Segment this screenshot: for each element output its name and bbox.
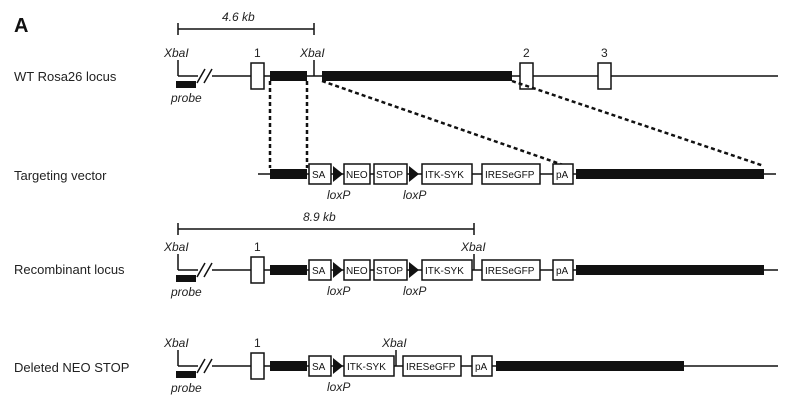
probe-bar	[176, 81, 196, 88]
rec-pa-box	[552, 259, 574, 281]
rec-iresegfp-box	[481, 259, 541, 281]
scale-bar-rec	[177, 223, 475, 235]
row-label-rec: Recombinant locus	[14, 262, 125, 277]
del-pa-box	[471, 355, 493, 377]
rec-xbai-label-left: XbaI	[163, 240, 189, 254]
del-itk-syk-box	[343, 355, 395, 377]
tv-pa-label: pA	[556, 170, 569, 181]
rec-sa-label: SA	[312, 266, 326, 277]
rec-pa-label: pA	[556, 266, 569, 277]
tv-loxp-arrow-2	[409, 166, 419, 182]
del-loxp-label: loxP	[327, 380, 350, 394]
del-xbai-label-right: XbaI	[381, 336, 407, 350]
tv-stop-box	[373, 163, 408, 185]
del-sa-label: SA	[312, 362, 326, 373]
tv-iresegfp-label: IRESeGFP	[485, 170, 535, 181]
rec-loxp-arrow-1	[333, 262, 343, 278]
exon-3	[597, 62, 612, 90]
del-break-mark	[196, 358, 213, 374]
exon-2	[519, 62, 534, 90]
rec-break-mark	[196, 262, 213, 278]
tv-pa-box	[552, 163, 574, 185]
tv-neo-label: NEO	[346, 170, 368, 181]
tv-stop-label: STOP	[376, 170, 403, 181]
rec-homology-arm-3	[576, 265, 764, 275]
rec-itk-syk-label: ITK-SYK	[425, 266, 464, 277]
del-loxp-arrow	[333, 358, 343, 374]
tv-itk-syk-box	[421, 163, 473, 185]
del-iresegfp-box	[402, 355, 462, 377]
scale-label-wt: 4.6 kb	[222, 10, 255, 24]
del-sa-box	[308, 355, 332, 377]
row-label-tv: Targeting vector	[14, 168, 107, 183]
row-label-del: Deleted NEO STOP	[14, 360, 129, 375]
rec-loxp-arrow-2	[409, 262, 419, 278]
xbai-label-left: XbaI	[163, 46, 189, 60]
del-exon-1-label: 1	[254, 336, 261, 350]
row-wt-locus: WT Rosa26 locus 4.6 kb XbaI probe 1 XbaI	[14, 10, 778, 105]
exon-2-label: 2	[523, 46, 530, 60]
tv-loxp-label-2: loxP	[403, 188, 426, 202]
rec-loxp-label-2: loxP	[403, 284, 426, 298]
tv-itk-syk-label: ITK-SYK	[425, 170, 464, 181]
del-homology-arm-3	[496, 361, 684, 371]
rec-probe-bar	[176, 275, 196, 282]
tv-homology-arm-5	[270, 169, 307, 179]
rec-exon-1-label: 1	[254, 240, 261, 254]
rec-homology-arm-5	[270, 265, 307, 275]
probe-label: probe	[170, 91, 202, 105]
rec-loxp-label-1: loxP	[327, 284, 350, 298]
tv-sa-label: SA	[312, 170, 326, 181]
tv-neo-box	[343, 163, 371, 185]
homology-arm-5	[270, 71, 307, 81]
rec-exon-1	[250, 256, 265, 284]
rec-neo-label: NEO	[346, 266, 368, 277]
homology-arm-3	[322, 71, 512, 81]
xbai-label-right: XbaI	[299, 46, 325, 60]
tv-loxp-arrow-1	[333, 166, 343, 182]
rec-stop-label: STOP	[376, 266, 403, 277]
del-probe-bar	[176, 371, 196, 378]
exon-1	[250, 62, 265, 90]
row-recombinant-locus: Recombinant locus 8.9 kb XbaI probe 1 SA…	[14, 210, 778, 299]
rec-neo-box	[343, 259, 371, 281]
del-homology-arm-5	[270, 361, 307, 371]
del-itk-syk-label: ITK-SYK	[347, 362, 386, 373]
tv-homology-arm-3	[576, 169, 764, 179]
rec-iresegfp-label: IRESeGFP	[485, 266, 535, 277]
del-exon-1	[250, 352, 265, 380]
exon-3-label: 3	[601, 46, 608, 60]
break-mark	[196, 68, 213, 84]
row-targeting-vector: Targeting vector SA loxP NEO STOP loxP I…	[14, 163, 776, 202]
row-deleted-neo-stop: Deleted NEO STOP XbaI probe 1 SA loxP IT…	[14, 336, 778, 395]
exon-1-label: 1	[254, 46, 261, 60]
tv-loxp-label-1: loxP	[327, 188, 350, 202]
rec-stop-box	[373, 259, 408, 281]
homology-mapping-lines	[268, 79, 765, 168]
rec-sa-box	[308, 259, 332, 281]
scale-label-rec: 8.9 kb	[303, 210, 336, 224]
del-iresegfp-label: IRESeGFP	[406, 362, 456, 373]
del-probe-label: probe	[170, 381, 202, 395]
rec-itk-syk-box	[421, 259, 473, 281]
tv-sa-box	[308, 163, 332, 185]
panel-label: A	[14, 15, 28, 37]
scale-bar-wt	[177, 23, 315, 35]
rec-probe-label: probe	[170, 285, 202, 299]
row-label-wt: WT Rosa26 locus	[14, 69, 117, 84]
del-pa-label: pA	[475, 362, 488, 373]
del-xbai-label-left: XbaI	[163, 336, 189, 350]
tv-iresegfp-box	[481, 163, 541, 185]
rec-xbai-label-right: XbaI	[460, 240, 486, 254]
